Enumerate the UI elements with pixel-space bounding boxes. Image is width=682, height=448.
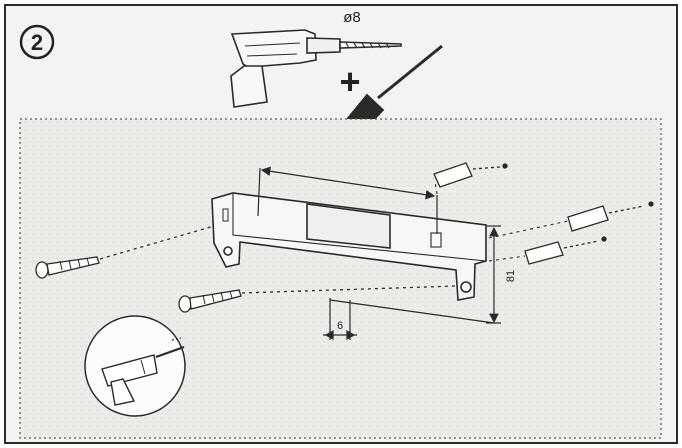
alignment-guides bbox=[434, 180, 569, 262]
offset-value-label: 6 bbox=[337, 320, 343, 332]
screw-2 bbox=[178, 285, 457, 313]
drill-hole-marker bbox=[601, 236, 607, 242]
drill-bit-size-label: ø8 bbox=[343, 9, 361, 26]
offset-dimension bbox=[323, 298, 357, 341]
wall-anchor-2 bbox=[567, 201, 654, 232]
height-dimension bbox=[329, 225, 501, 324]
step-number: 2 bbox=[31, 30, 43, 55]
detail-drill-icon bbox=[101, 346, 185, 406]
width-dimension bbox=[257, 166, 438, 234]
step-badge: 2 bbox=[19, 24, 55, 60]
height-value-label: 81 bbox=[505, 270, 517, 282]
drill-hole-marker bbox=[648, 201, 654, 207]
plus-sign: + bbox=[339, 61, 360, 102]
wall-anchor-1 bbox=[433, 162, 508, 188]
screw-1 bbox=[35, 225, 215, 279]
mounting-bracket bbox=[211, 192, 487, 301]
power-drill-icon bbox=[230, 29, 402, 108]
detail-inset bbox=[84, 315, 186, 417]
drill-hole-marker bbox=[502, 163, 508, 169]
wall-anchor-3 bbox=[524, 236, 607, 265]
